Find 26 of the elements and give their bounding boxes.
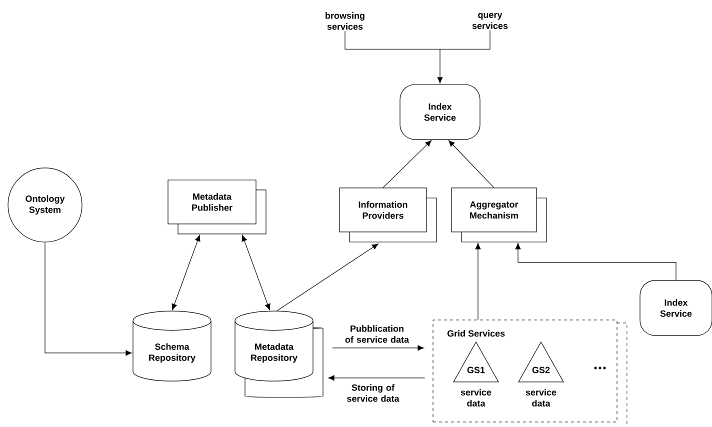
stacked-box: Aggregator Mechanism: [451, 188, 547, 242]
rounded-box: Index Service: [640, 280, 712, 336]
caption-text: service data: [460, 388, 492, 407]
arrow: [332, 345, 424, 351]
arrow: [344, 30, 490, 84]
arrow: [242, 235, 270, 310]
arrow: [382, 140, 432, 188]
stacked-box: Metadata Publisher: [168, 180, 266, 234]
arrow: [475, 243, 481, 320]
circle-node: Ontology System: [8, 168, 82, 242]
stacked-database-cylinder: Metadata Repository: [234, 310, 324, 398]
edge-label: Pubblication of service data: [345, 325, 410, 343]
arrow: [448, 140, 494, 188]
ellipsis-label: ...: [594, 366, 606, 370]
rounded-box: Index Service: [400, 84, 480, 140]
arrow: [328, 375, 426, 381]
arrow: [515, 243, 676, 280]
text-label: browsing services: [326, 12, 364, 30]
caption-text: service data: [526, 388, 556, 407]
text-label: query services: [472, 13, 508, 29]
arrow: [276, 244, 378, 312]
arrow: [44, 242, 132, 356]
stacked-box: Information Providers: [339, 188, 437, 242]
arrow: [172, 235, 200, 310]
database-cylinder: Schema Repository: [132, 310, 212, 382]
edge-label: Storing of service data: [347, 384, 400, 402]
